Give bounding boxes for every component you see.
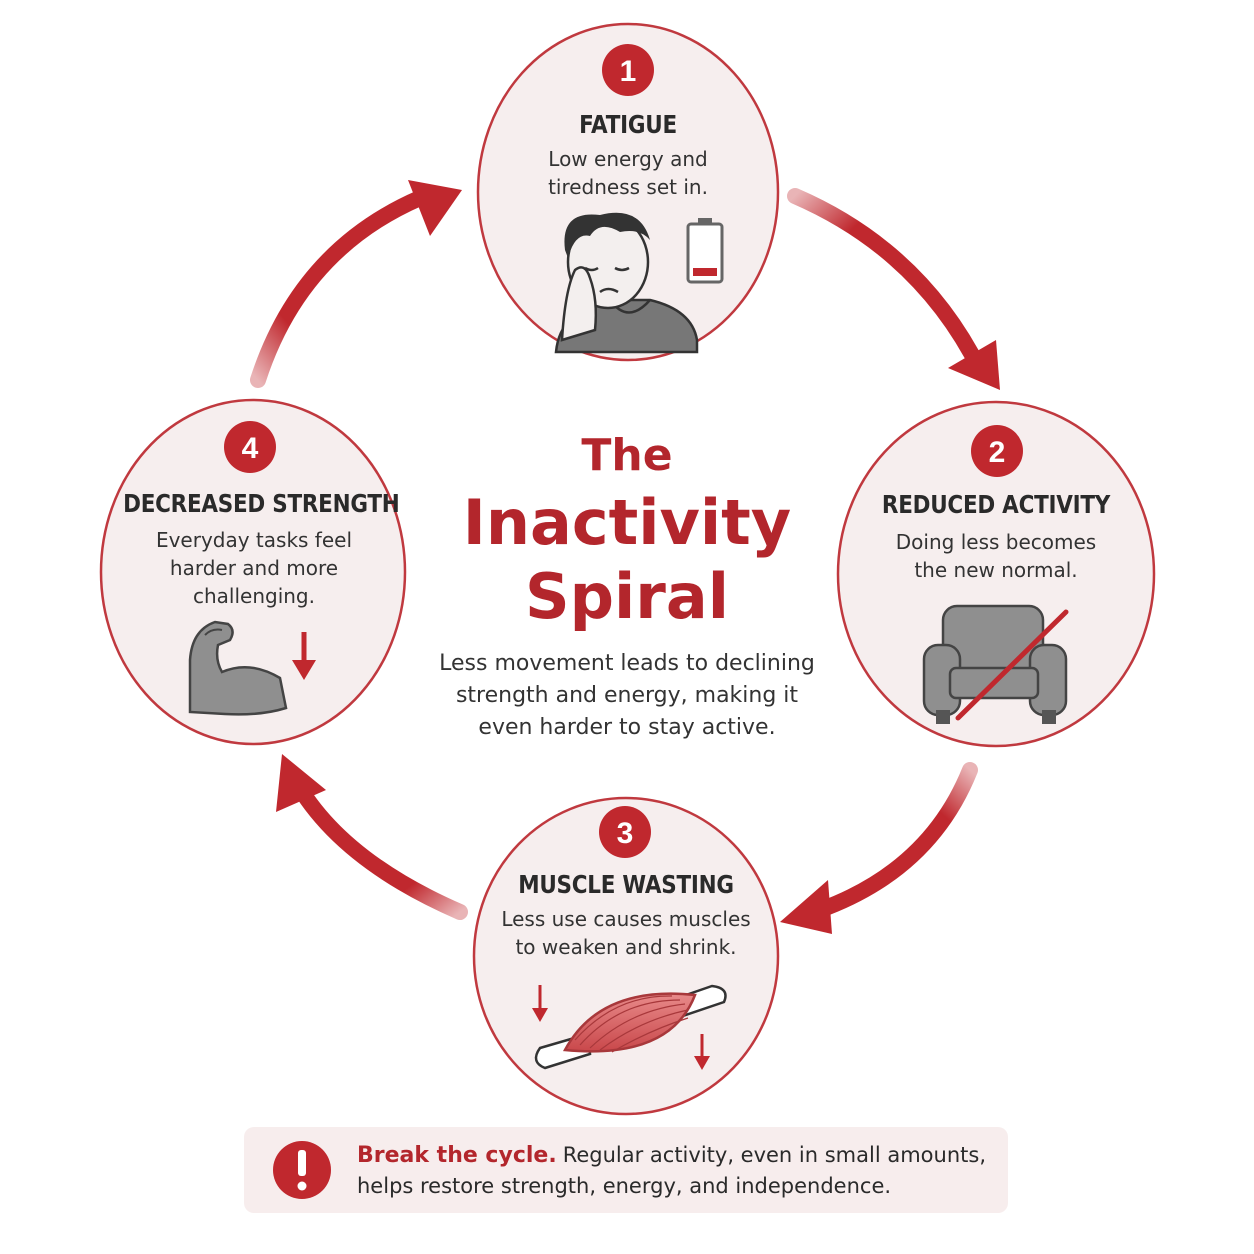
tired-person-icon	[554, 212, 699, 354]
node-2-title: REDUCED ACTIVITY	[881, 490, 1111, 519]
node-3-badge: 3	[599, 806, 651, 858]
node-4-title: DECREASED STRENGTH	[123, 489, 400, 518]
arrow-1-to-2	[787, 188, 1000, 390]
arrow-3-to-4	[276, 754, 468, 920]
armchair-crossed-icon	[922, 604, 1069, 724]
node-4-description: Everyday tasks feel harder and more chal…	[155, 528, 353, 608]
node-3-title: MUSCLE WASTING	[518, 870, 734, 899]
banner-body: Regular activity, even in small amounts,…	[357, 1143, 986, 1198]
node-4-badge: 4	[224, 421, 276, 473]
node-2-description: Doing less becomes the new normal.	[895, 530, 1097, 582]
title-line-3: Spiral	[525, 560, 729, 633]
node-4-number: 4	[242, 432, 259, 465]
low-battery-icon	[686, 218, 724, 284]
node-4-circle	[99, 398, 407, 746]
title-line-2: Inactivity	[462, 486, 792, 559]
node-1-number: 1	[620, 55, 637, 88]
center-description: Less movement leads to declining strengt…	[439, 651, 815, 740]
break-cycle-banner	[244, 1127, 1008, 1213]
muscle-fiber-icon	[532, 984, 727, 1070]
arrow-4-to-1	[250, 180, 462, 388]
node-2-number: 2	[989, 436, 1006, 469]
arrow-2-to-3	[780, 762, 978, 934]
banner-lead: Break the cycle.	[357, 1143, 557, 1168]
title-line-1: The	[581, 430, 673, 481]
node-3-number: 3	[617, 817, 634, 850]
banner-text: Break the cycle.Regular activity, even i…	[357, 1140, 997, 1202]
node-1-description: Low energy and tiredness set in.	[548, 147, 708, 199]
node-1-title: FATIGUE	[579, 110, 677, 139]
node-2-circle	[836, 400, 1156, 748]
node-2-badge: 2	[971, 425, 1023, 477]
node-1-badge: 1	[602, 44, 654, 96]
node-3-description: Less use causes muscles to weaken and sh…	[501, 907, 751, 959]
flexed-arm-down-icon	[188, 620, 316, 716]
